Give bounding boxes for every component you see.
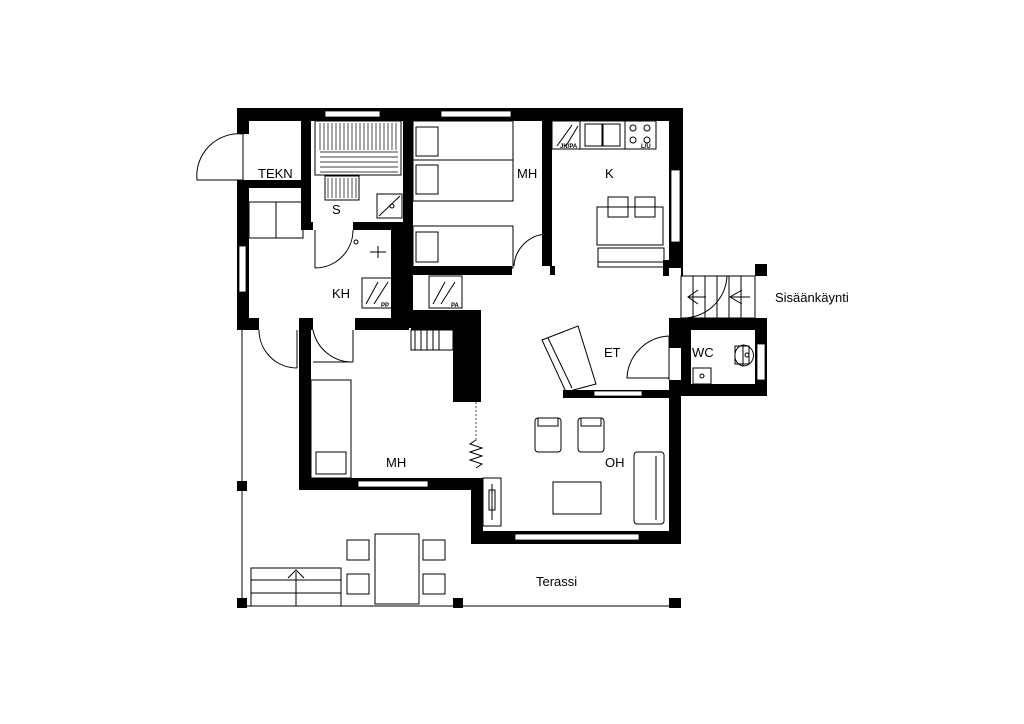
- living-furniture: [468, 402, 665, 527]
- doors: [196, 133, 728, 380]
- label-bedroom-bottom: MH: [386, 455, 406, 470]
- bathroom-fixtures: [353, 239, 463, 309]
- wc-fixtures: [692, 344, 754, 385]
- kitchen-dining-table: [596, 196, 664, 246]
- tekn-cabinet: [248, 201, 304, 239]
- label-liesi: L/U: [641, 144, 651, 150]
- bedroom-bottom-bed: [310, 379, 352, 479]
- label-bathroom: KH: [332, 286, 350, 301]
- hall-bench: [541, 325, 597, 393]
- label-tekn: TEKN: [258, 166, 293, 181]
- label-bedroom-top: MH: [517, 166, 537, 181]
- kitchen-counter: [551, 120, 665, 268]
- walls: [237, 108, 767, 608]
- windows: [238, 110, 766, 541]
- label-terrace: Terassi: [536, 574, 577, 589]
- terrace: [241, 330, 676, 608]
- entrance-stairs: [680, 275, 756, 319]
- sauna-bench: [314, 120, 403, 219]
- label-kitchen: K: [605, 166, 614, 181]
- label-pp: PP: [381, 303, 389, 309]
- label-living: OH: [605, 455, 625, 470]
- stair-closet: [410, 329, 454, 351]
- label-pa: PA: [451, 303, 460, 309]
- label-entrance: Sisäänkäynti: [775, 290, 849, 305]
- bedroom-top-beds: [412, 120, 514, 269]
- label-hall: ET: [604, 345, 621, 360]
- label-wc: WC: [692, 345, 714, 360]
- room-labels: TEKN S MH K KH ET WC MH OH Terassi Sisää…: [258, 144, 849, 589]
- label-jkpa: JK/PA: [560, 144, 578, 150]
- label-sauna: S: [332, 202, 341, 217]
